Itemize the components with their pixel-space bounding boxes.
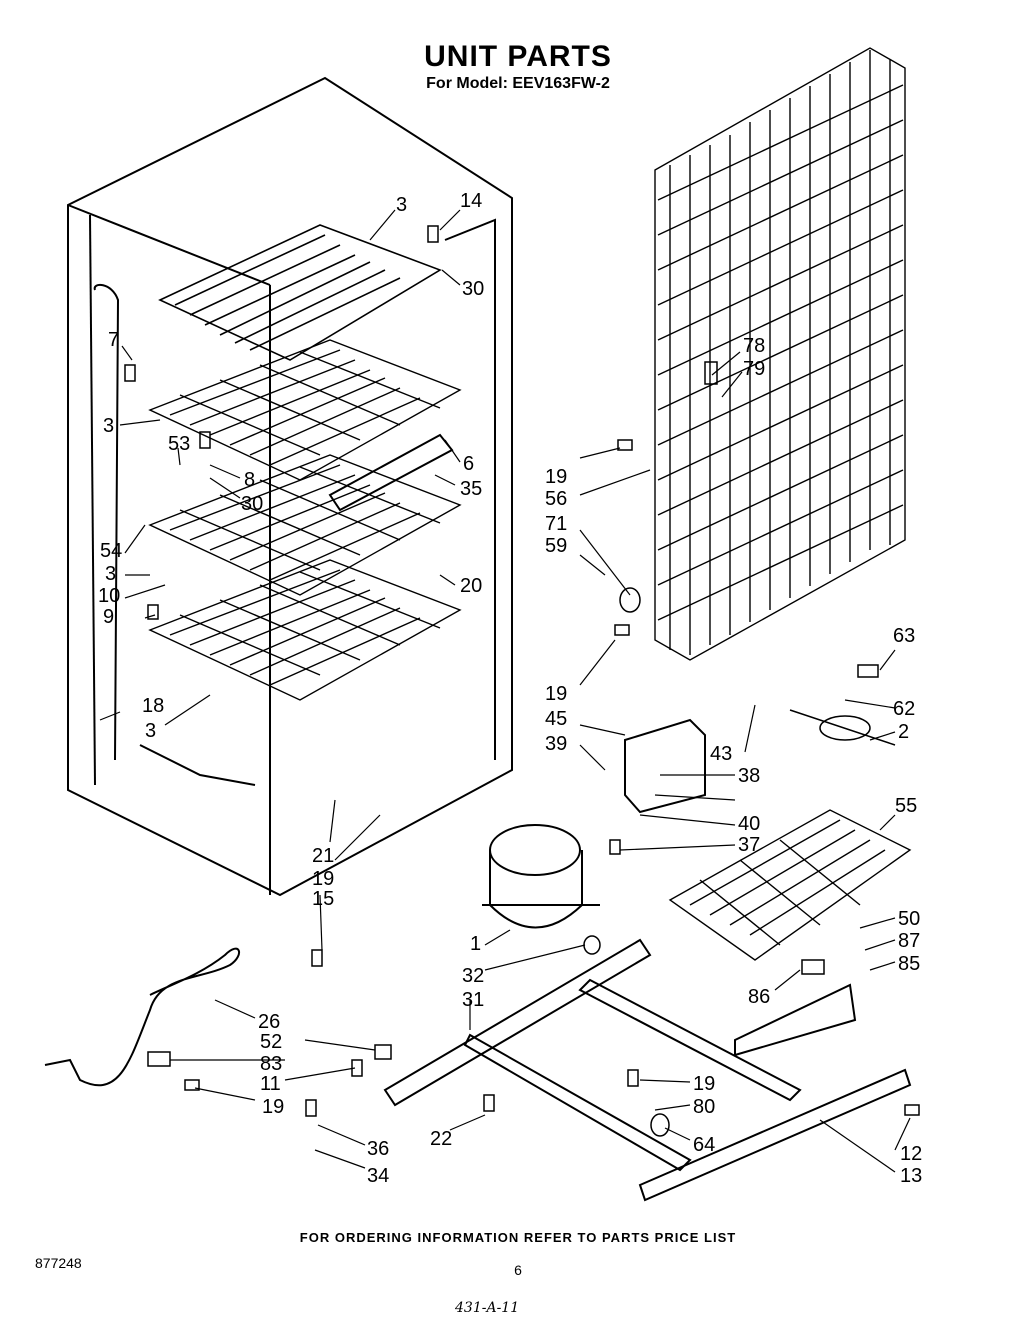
callout-3-shelf: 3: [103, 415, 114, 437]
callout-7: 7: [108, 329, 119, 351]
callout-34: 34: [367, 1165, 389, 1187]
power-cord: [44, 947, 240, 1087]
callout-labels: 3 14 30 7 3 53 8 30 6 35 54 3 10 9 20 18…: [98, 190, 922, 1187]
page-number: 6: [514, 1262, 522, 1278]
callout-79: 79: [743, 358, 765, 380]
callout-22: 22: [430, 1128, 452, 1150]
callout-54: 54: [100, 540, 122, 562]
callout-86: 86: [748, 986, 770, 1008]
callout-30-top: 30: [462, 278, 484, 300]
leader-lines: [99, 209, 911, 1173]
callout-38: 38: [738, 765, 760, 787]
evaporator-shelf-3: [148, 454, 462, 596]
callout-64: 64: [693, 1134, 715, 1156]
callout-3-low: 3: [145, 720, 156, 742]
drier-tube: [328, 433, 454, 512]
callout-26: 26: [258, 1011, 280, 1033]
callout-9: 9: [103, 606, 114, 628]
callout-21: 21: [312, 845, 334, 867]
callout-31: 31: [462, 989, 484, 1011]
callout-2: 2: [898, 721, 909, 743]
callout-37: 37: [738, 834, 760, 856]
callout-59: 59: [545, 535, 567, 557]
callout-87: 87: [898, 930, 920, 952]
cabinet-outline: [67, 76, 513, 897]
callout-35: 35: [460, 478, 482, 500]
callout-39: 39: [545, 733, 567, 755]
callout-1: 1: [470, 933, 481, 955]
hardware-parts: [124, 225, 920, 1137]
callout-62: 62: [893, 698, 915, 720]
callout-19-b: 19: [545, 683, 567, 705]
handwritten-note: 431-A-11: [455, 1300, 520, 1316]
ordering-note: FOR ORDERING INFORMATION REFER TO PARTS …: [299, 1230, 737, 1245]
callout-20: 20: [460, 575, 482, 597]
callout-15: 15: [312, 888, 334, 910]
callout-56: 56: [545, 488, 567, 510]
callout-63: 63: [893, 625, 915, 647]
callout-10: 10: [98, 585, 120, 607]
callout-13: 13: [900, 1165, 922, 1187]
compressor: [482, 824, 600, 929]
callout-50: 50: [898, 908, 920, 930]
side-tube: [93, 283, 120, 761]
callout-36: 36: [367, 1138, 389, 1160]
callout-19-c: 19: [312, 868, 334, 890]
callout-52: 52: [260, 1031, 282, 1053]
callout-83: 83: [260, 1053, 282, 1075]
diagram-title: UNIT PARTS: [424, 40, 612, 73]
callout-43: 43: [710, 743, 732, 765]
callout-32: 32: [462, 965, 484, 987]
callout-45: 45: [545, 708, 567, 730]
callout-11: 11: [260, 1073, 281, 1095]
callout-18: 18: [142, 695, 164, 717]
evaporator-shelf-top: [158, 224, 442, 361]
evaporator-shelf-bottom: [148, 559, 462, 701]
callout-8: 8: [244, 469, 255, 491]
drain-tube: [139, 744, 256, 786]
model-subtitle: For Model: EEV163FW-2: [426, 75, 610, 92]
callout-19-e: 19: [693, 1073, 715, 1095]
evaporator-shelf-2: [148, 339, 462, 481]
callout-55: 55: [895, 795, 917, 817]
document-number: 877248: [35, 1255, 82, 1271]
callout-71: 71: [545, 513, 567, 535]
callout-85: 85: [898, 953, 920, 975]
condenser-grid: [654, 47, 906, 661]
callout-3-top: 3: [396, 194, 407, 216]
callout-3-mid: 3: [105, 563, 116, 585]
callout-12: 12: [900, 1143, 922, 1165]
callout-80: 80: [693, 1096, 715, 1118]
callout-40: 40: [738, 813, 760, 835]
base-frame: [383, 938, 912, 1202]
callout-19-d: 19: [262, 1096, 284, 1118]
callout-19-a: 19: [545, 466, 567, 488]
callout-78: 78: [743, 335, 765, 357]
callout-53: 53: [168, 433, 190, 455]
relay-cover: [624, 718, 706, 814]
callout-6: 6: [463, 453, 474, 475]
condenser-coil: [668, 809, 912, 961]
callout-30-mid: 30: [241, 493, 263, 515]
callout-14: 14: [460, 190, 482, 212]
